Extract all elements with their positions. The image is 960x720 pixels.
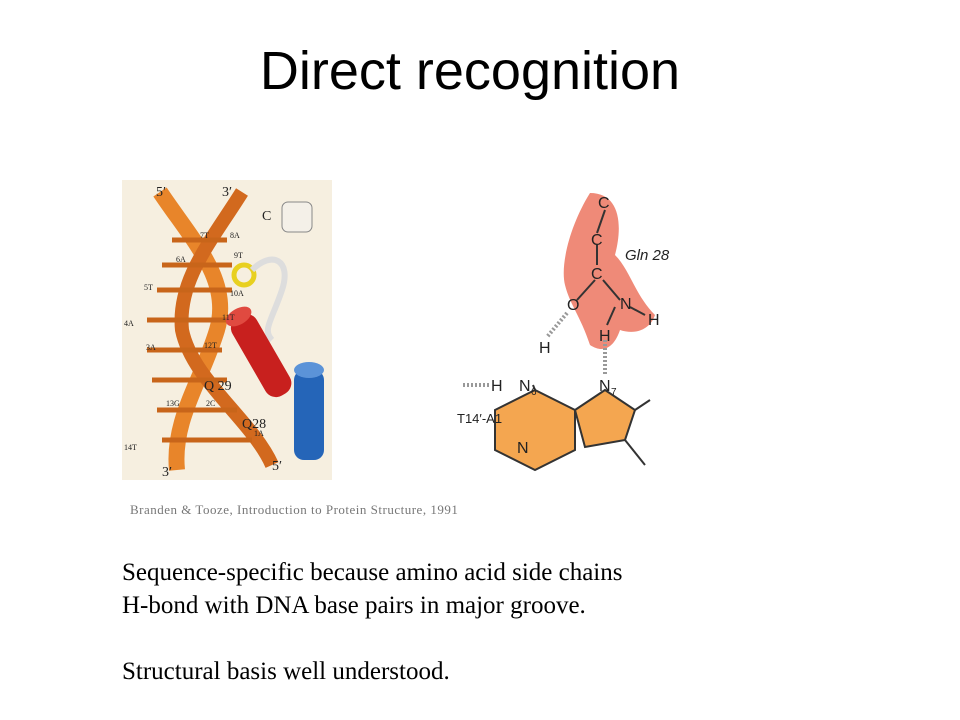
n7-subscript: 7 bbox=[611, 387, 617, 398]
label-5prime-top: 5′ bbox=[156, 185, 166, 200]
base-label: 6A bbox=[176, 255, 186, 264]
label-3prime-bottom: 3′ bbox=[162, 465, 172, 480]
base-label: 3A bbox=[146, 343, 156, 352]
gln28-hbond-figure: C C C O N H H H H N N N 6 7 Gln 28 T14′-… bbox=[457, 193, 670, 472]
dna-strand-right bbox=[174, 188, 279, 469]
base-label: 9T bbox=[234, 251, 243, 260]
n6-subscript: 6 bbox=[531, 387, 537, 398]
body-line: Structural basis well understood. bbox=[122, 658, 450, 685]
base-labels: 7T 8A 9T 6A 10A 5T 11T 4A 12T 3A 2C 13G … bbox=[124, 231, 264, 452]
dna-strand-left bbox=[153, 187, 229, 471]
blue-helix bbox=[294, 362, 324, 460]
atom-n6: N bbox=[519, 378, 531, 395]
dna-helix-figure: 5′ 3′ C 3′ 5′ Q 29 Q28 7T 8A 9T 6A 10A 5… bbox=[122, 180, 332, 480]
body-line: Sequence-specific because amino acid sid… bbox=[122, 559, 623, 586]
atom-c: C bbox=[591, 232, 603, 249]
base-label: 10A bbox=[230, 289, 244, 298]
atom-c: C bbox=[598, 195, 610, 212]
base-label: 12T bbox=[204, 341, 217, 350]
atom-labels: C C C O N H H H H N N N bbox=[491, 195, 660, 457]
base-pair-rungs bbox=[147, 237, 252, 443]
base-pair-label: T14′-A1 bbox=[457, 411, 502, 426]
protein-loop-top bbox=[281, 201, 313, 233]
slide-title: Direct recognition bbox=[259, 41, 681, 101]
base-label: 14T bbox=[124, 443, 137, 452]
atom-n: N bbox=[620, 296, 632, 313]
atom-c: C bbox=[591, 266, 603, 283]
label-5prime-bottom: 5′ bbox=[272, 459, 282, 474]
atom-o: O bbox=[567, 297, 579, 314]
protein-coil bbox=[249, 256, 288, 343]
base-label: 4A bbox=[124, 319, 134, 328]
label-c-term: C bbox=[262, 209, 271, 224]
atom-n: N bbox=[517, 440, 529, 457]
base-label: 2C bbox=[206, 399, 215, 408]
bond-lines bbox=[576, 209, 646, 326]
base-label: 13G bbox=[166, 399, 180, 408]
atom-h: H bbox=[648, 312, 660, 329]
atom-h: H bbox=[599, 328, 611, 345]
atom-h: H bbox=[491, 378, 503, 395]
recognition-helix bbox=[225, 306, 292, 398]
base-label: 11T bbox=[222, 313, 235, 322]
label-q28: Q28 bbox=[242, 417, 266, 432]
label-3prime-top: 3′ bbox=[222, 185, 232, 200]
base-label: 5T bbox=[144, 283, 153, 292]
spacer bbox=[122, 622, 882, 655]
body-line: H-bond with DNA base pairs in major groo… bbox=[122, 592, 586, 619]
figure-caption: Branden & Tooze, Introduction to Protein… bbox=[130, 502, 459, 517]
body-text: Sequence-specific because amino acid sid… bbox=[122, 556, 882, 688]
yellow-loop bbox=[231, 262, 257, 288]
base-label: 1A bbox=[254, 429, 264, 438]
base-label: 8A bbox=[230, 231, 240, 240]
hydrogen-bonds bbox=[463, 311, 607, 387]
adenine-ring bbox=[494, 384, 651, 472]
gln28-residue-blob bbox=[563, 193, 655, 350]
label-q29: Q 29 bbox=[204, 379, 232, 394]
residue-label: Gln 28 bbox=[625, 247, 670, 264]
atom-n7: N bbox=[599, 378, 611, 395]
atom-h: H bbox=[539, 340, 551, 357]
base-label: 7T bbox=[200, 231, 209, 240]
